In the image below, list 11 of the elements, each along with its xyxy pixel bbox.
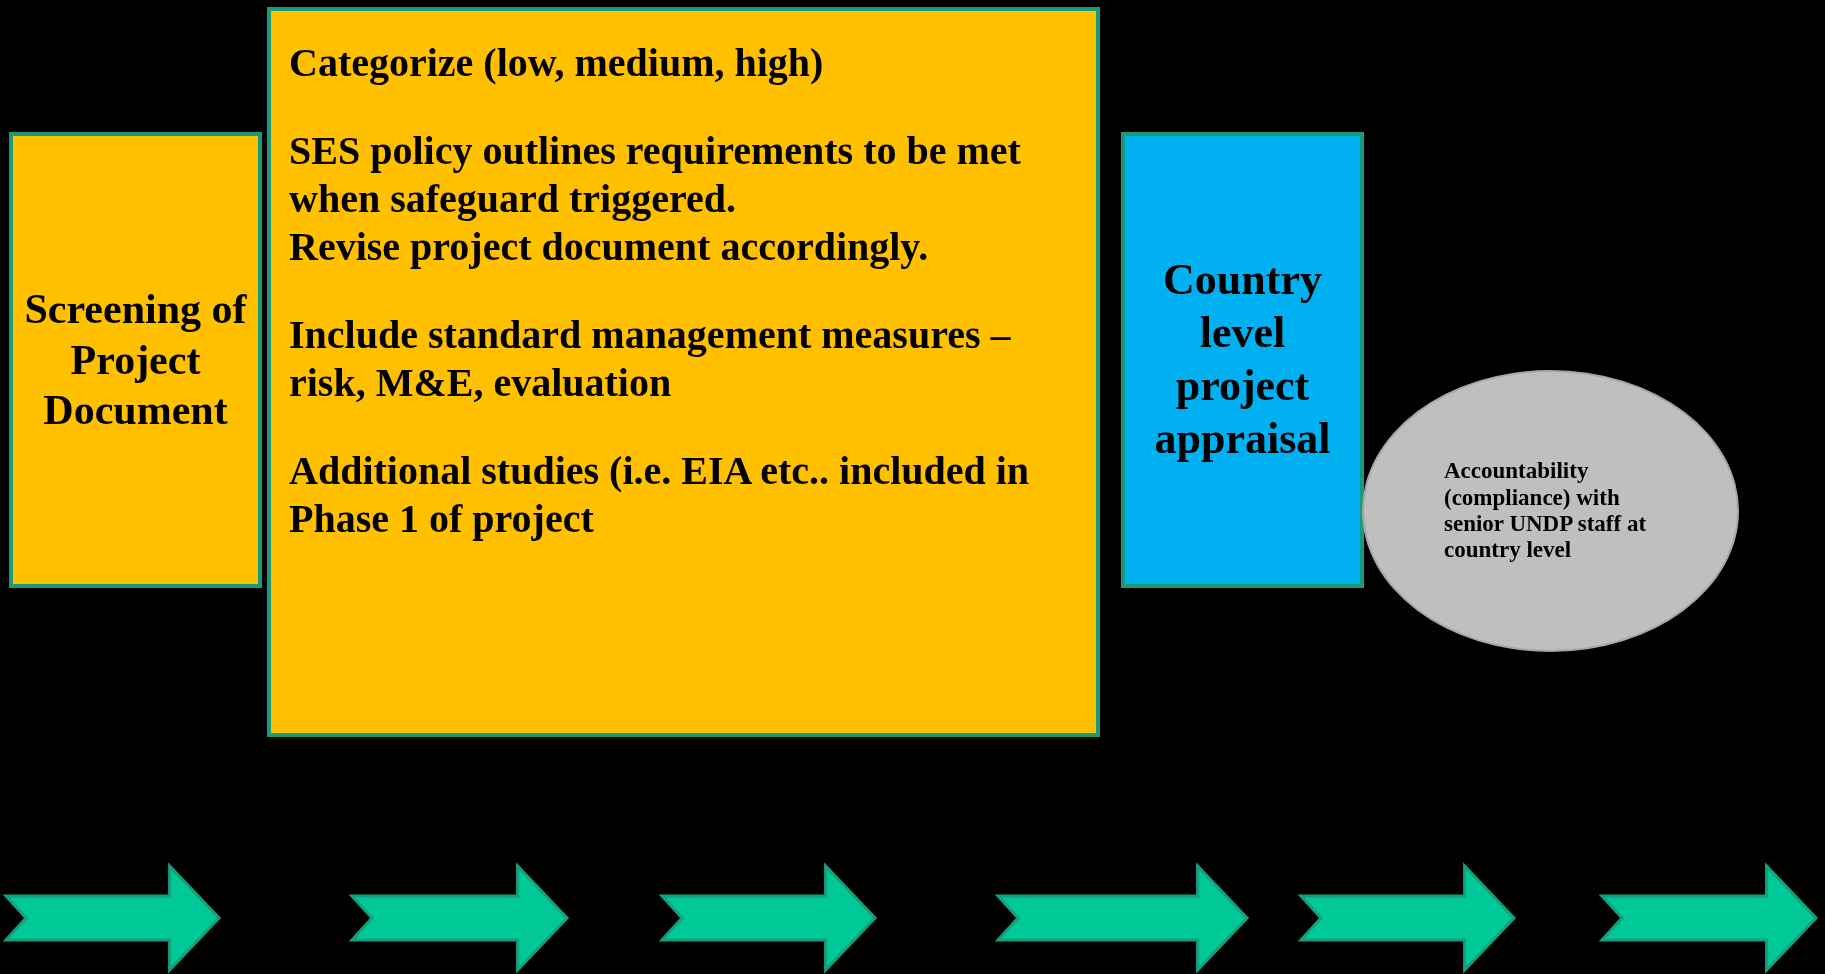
node-label: Accountability (compliance) with senior UNDP staff at country level	[1444, 458, 1648, 564]
process-box	[9, 132, 262, 588]
node-label: Screening of Project Document	[23, 285, 248, 436]
paragraph: Categorize (low, medium, high)	[289, 39, 825, 87]
process-box	[267, 7, 1100, 737]
process-box	[1121, 132, 1364, 588]
paragraph: Include standard management measures – risk, M&E, evaluation	[289, 311, 1012, 407]
paragraph: Additional studies (i.e. EIA etc.. included in Phase 1 of project	[289, 447, 1031, 543]
paragraph: SES policy outlines requirements to be met when safeguard triggered.	[289, 127, 1022, 223]
node-label: Country level project appraisal	[1153, 254, 1332, 465]
paragraph: Revise project document accordingly.	[289, 223, 930, 271]
